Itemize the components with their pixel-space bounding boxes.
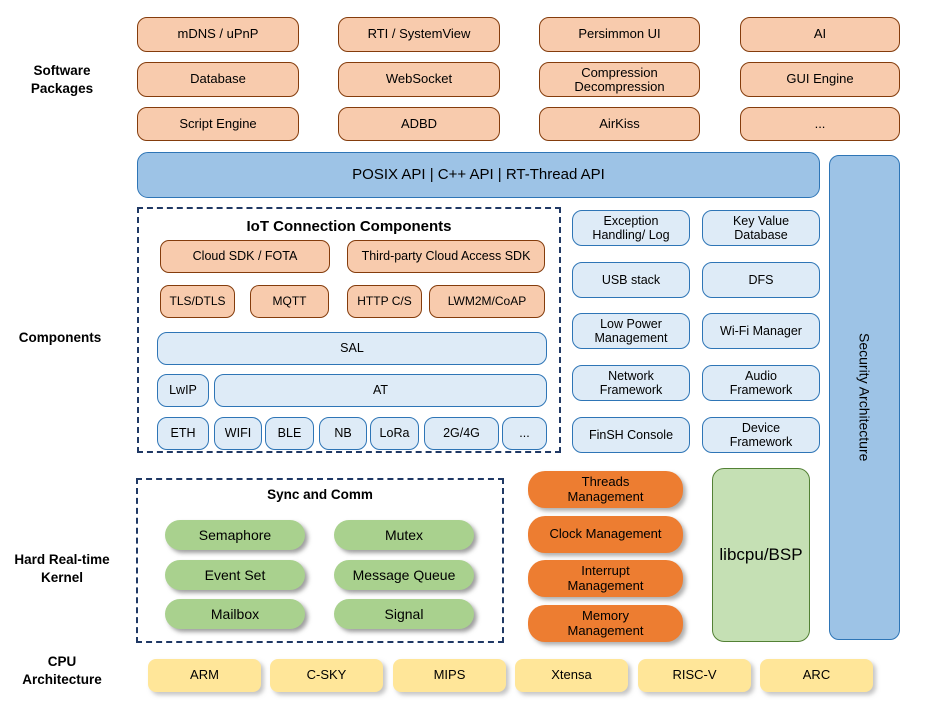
service-box: Wi-Fi Manager bbox=[702, 313, 820, 349]
package-box: mDNS / uPnP bbox=[137, 17, 299, 52]
package-box: GUI Engine bbox=[740, 62, 900, 97]
cpu-arch-box: ARM bbox=[148, 659, 261, 692]
third-party-sdk-box: Third-party Cloud Access SDK bbox=[347, 240, 545, 273]
package-box: WebSocket bbox=[338, 62, 500, 97]
service-box: DFS bbox=[702, 262, 820, 298]
cpu-arch-box: RISC-V bbox=[638, 659, 751, 692]
service-box: Audio Framework bbox=[702, 365, 820, 401]
link-chip: BLE bbox=[265, 417, 314, 450]
security-architecture-bar: Security Architecture bbox=[829, 155, 900, 640]
cpu-arch-box: MIPS bbox=[393, 659, 506, 692]
package-box: ADBD bbox=[338, 107, 500, 141]
package-box: Persimmon UI bbox=[539, 17, 700, 52]
link-chip: ETH bbox=[157, 417, 209, 450]
package-box: Database bbox=[137, 62, 299, 97]
section-label-cpu: CPU Architecture bbox=[22, 654, 102, 687]
iot-components-frame: IoT Connection Components Cloud SDK / FO… bbox=[137, 207, 561, 453]
management-box: Threads Management bbox=[528, 471, 683, 508]
cpu-arch-box: Xtensa bbox=[515, 659, 628, 692]
service-box: Exception Handling/ Log bbox=[572, 210, 690, 246]
management-box: Interrupt Management bbox=[528, 560, 683, 597]
lwip-box: LwIP bbox=[157, 374, 209, 407]
link-chip: NB bbox=[319, 417, 367, 450]
service-box: Low Power Management bbox=[572, 313, 690, 349]
section-label-software-packages: Software Packages bbox=[30, 63, 94, 96]
link-chip: 2G/4G bbox=[424, 417, 499, 450]
ipc-box: Mailbox bbox=[165, 599, 305, 629]
libcpu-bsp-box: libcpu/BSP bbox=[712, 468, 810, 642]
cpu-arch-box: ARC bbox=[760, 659, 873, 692]
sync-comm-title: Sync and Comm bbox=[267, 487, 373, 502]
service-box: FinSH Console bbox=[572, 417, 690, 453]
ipc-box: Signal bbox=[334, 599, 474, 629]
service-box: Network Framework bbox=[572, 365, 690, 401]
package-box: Compression Decompression bbox=[539, 62, 700, 97]
package-box: ... bbox=[740, 107, 900, 141]
management-box: Memory Management bbox=[528, 605, 683, 642]
at-bar: AT bbox=[214, 374, 547, 407]
protocol-box: MQTT bbox=[250, 285, 329, 318]
api-bar: POSIX API | C++ API | RT-Thread API bbox=[137, 152, 820, 198]
section-label-kernel: Hard Real-time Kernel bbox=[14, 552, 110, 585]
ipc-box: Event Set bbox=[165, 560, 305, 590]
ipc-box: Semaphore bbox=[165, 520, 305, 550]
package-box: AirKiss bbox=[539, 107, 700, 141]
package-box: AI bbox=[740, 17, 900, 52]
protocol-box: LWM2M/CoAP bbox=[429, 285, 545, 318]
cloud-sdk-box: Cloud SDK / FOTA bbox=[160, 240, 330, 273]
link-chip: ... bbox=[502, 417, 547, 450]
sal-bar: SAL bbox=[157, 332, 547, 365]
protocol-box: TLS/DTLS bbox=[160, 285, 235, 318]
security-architecture-label: Security Architecture bbox=[856, 333, 873, 462]
management-box: Clock Management bbox=[528, 516, 683, 553]
service-box: Device Framework bbox=[702, 417, 820, 453]
ipc-box: Mutex bbox=[334, 520, 474, 550]
link-chip: WIFI bbox=[214, 417, 262, 450]
section-label-components: Components bbox=[18, 330, 102, 345]
package-box: RTI / SystemView bbox=[338, 17, 500, 52]
sync-comm-frame: Sync and Comm Semaphore Mutex Event Set … bbox=[136, 478, 504, 643]
service-box: USB stack bbox=[572, 262, 690, 298]
protocol-box: HTTP C/S bbox=[347, 285, 422, 318]
service-box: Key Value Database bbox=[702, 210, 820, 246]
package-box: Script Engine bbox=[137, 107, 299, 141]
ipc-box: Message Queue bbox=[334, 560, 474, 590]
link-chip: LoRa bbox=[370, 417, 419, 450]
cpu-arch-box: C-SKY bbox=[270, 659, 383, 692]
iot-components-title: IoT Connection Components bbox=[246, 218, 452, 235]
